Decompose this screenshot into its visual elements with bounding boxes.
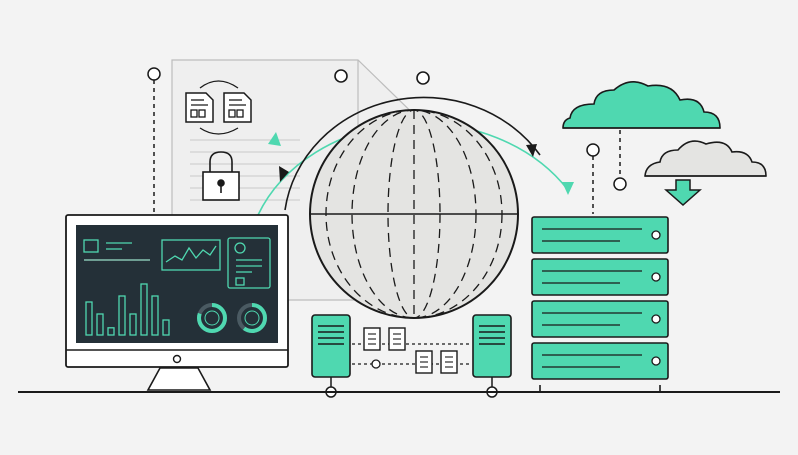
bar: [129, 313, 137, 336]
tower-server-left: [311, 314, 351, 398]
tower-server-right: [472, 314, 512, 398]
rack-unit: [531, 300, 669, 338]
rack-unit: [531, 342, 669, 380]
server-rack-icon: [531, 216, 669, 392]
bar: [140, 283, 148, 336]
rack-unit: [531, 258, 669, 296]
bar: [151, 295, 159, 336]
globe-icon: [309, 109, 519, 319]
rack-led: [651, 356, 661, 366]
rack-led: [651, 314, 661, 324]
donut-arc: [237, 303, 267, 333]
bar: [107, 327, 115, 336]
bar: [162, 319, 170, 336]
bar: [118, 295, 126, 336]
monitor-icon: [65, 214, 289, 391]
dashboard-icon: [83, 237, 271, 289]
donut-arc: [197, 303, 227, 333]
donut-charts: [197, 303, 267, 333]
donut-inner: [204, 310, 220, 326]
rack-led: [651, 230, 661, 240]
bar: [96, 313, 104, 336]
donut-inner: [244, 310, 260, 326]
bar: [85, 301, 93, 336]
padlock-icon: [202, 151, 240, 201]
document-sync-icon: [185, 80, 252, 135]
orbit-arrows: [257, 69, 574, 216]
rack-unit: [531, 216, 669, 254]
cloud-icon: [562, 81, 721, 214]
connector-left: [147, 67, 161, 214]
file-transfer: [352, 327, 470, 374]
download-cloud-icon: [644, 140, 767, 207]
rack-led: [651, 272, 661, 282]
bar-chart: [85, 283, 170, 336]
